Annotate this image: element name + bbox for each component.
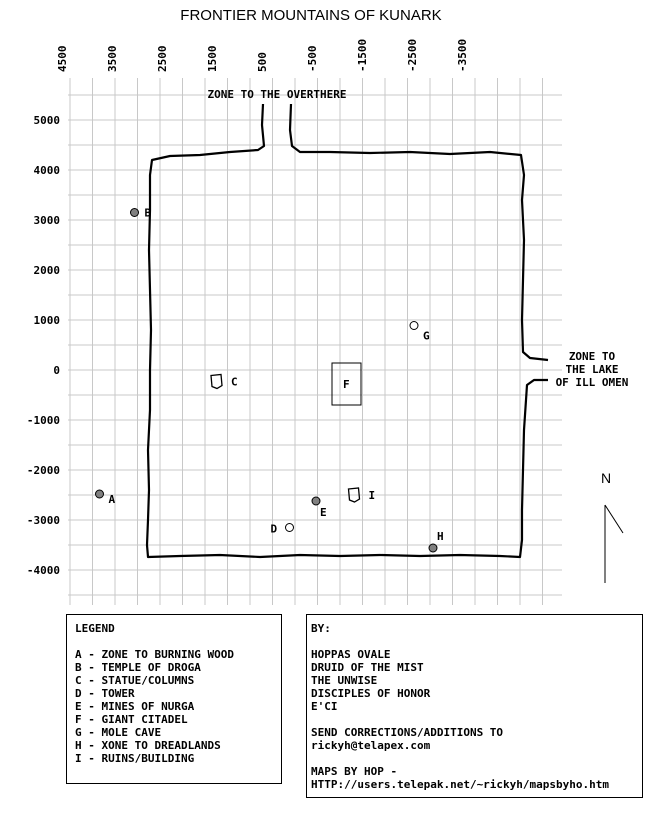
legend-item: F - GIANT CITADEL [75, 713, 188, 726]
y-axis-ticks: 5000 4000 3000 2000 1000 0 -1000 -2000 -3000 -400… [27, 114, 60, 577]
credits-heading: BY: [311, 622, 331, 635]
legend-item: D - TOWER [75, 687, 135, 700]
grid [68, 78, 562, 605]
x-tick-label: 3500 [106, 46, 119, 73]
zone-label-overthere: ZONE TO THE OVERTHERE [207, 88, 346, 101]
x-tick-label: 4500 [56, 46, 69, 73]
legend-heading: LEGEND [75, 622, 115, 635]
x-tick-label: -1500 [356, 39, 369, 72]
maps-url[interactable]: HTTP://users.telepak.net/~rickyh/mapsbyh… [311, 778, 610, 791]
credit-name: DISCIPLES OF HONOR [311, 687, 431, 700]
credit-name: HOPPAS OVALE [311, 648, 391, 661]
marker-d: D [271, 523, 294, 536]
credit-name: E'CI [311, 700, 338, 713]
legend-item: B - TEMPLE OF DROGA [75, 661, 201, 674]
credit-name: THE UNWISE [311, 674, 378, 687]
compass: N [601, 470, 624, 583]
legend-item: H - XONE TO DREADLANDS [75, 739, 221, 752]
marker-outline [210, 373, 223, 390]
x-tick-label: -2500 [406, 39, 419, 72]
y-tick-label: -1000 [27, 414, 60, 427]
x-tick-label: 2500 [156, 46, 169, 73]
y-tick-label: 1000 [34, 314, 61, 327]
y-tick-label: 0 [53, 364, 60, 377]
marker-box [331, 362, 362, 406]
y-tick-label: 4000 [34, 164, 61, 177]
contact-email[interactable]: rickyh@telapex.com [311, 739, 431, 752]
marker-i: I [347, 487, 376, 503]
x-tick-label: 1500 [206, 46, 219, 73]
marker-dot [428, 543, 438, 553]
x-axis-ticks: 4500 3500 2500 1500 500 -500 -1500 -2500 -3500 [56, 39, 469, 72]
y-tick-label: 3000 [34, 214, 61, 227]
marker-label: B [145, 207, 152, 220]
x-tick-label: 500 [256, 52, 269, 72]
marker-label: E [320, 506, 327, 519]
marker-b: B [130, 207, 152, 220]
marker-label: D [271, 523, 278, 536]
legend-item: I - RUINS/BUILDING [75, 752, 195, 765]
marker-a: A [95, 489, 116, 506]
map-title: FRONTIER MOUNTAINS OF KUNARK [180, 7, 441, 24]
map-markers: A B C D E F G H I [95, 207, 444, 553]
compass-north-label: N [601, 470, 611, 486]
y-tick-label: 5000 [34, 114, 61, 127]
y-tick-label: 2000 [34, 264, 61, 277]
marker-h: H [428, 530, 444, 553]
marker-outline [347, 487, 361, 503]
legend-item: G - MOLE CAVE [75, 726, 162, 739]
legend-item: E - MINES OF NURGA [75, 700, 195, 713]
zone-label-lake-3: OF ILL OMEN [556, 376, 629, 389]
y-tick-label: -4000 [27, 564, 60, 577]
y-tick-label: -3000 [27, 514, 60, 527]
marker-ring [285, 523, 294, 532]
maps-by-line: MAPS BY HOP - [311, 765, 398, 778]
y-tick-label: -2000 [27, 464, 60, 477]
marker-label: F [343, 378, 350, 391]
marker-label: C [231, 376, 238, 389]
marker-dot [130, 208, 139, 217]
marker-c: C [210, 373, 238, 390]
marker-e: E [311, 496, 327, 519]
marker-label: G [423, 330, 430, 343]
marker-label: A [109, 493, 116, 506]
credits-box: BY: HOPPAS OVALE DRUID OF THE MIST THE U… [306, 614, 643, 798]
zone-boundary [145, 103, 549, 559]
marker-ring [409, 321, 419, 330]
marker-g: G [409, 321, 430, 343]
legend-box: LEGEND A - ZONE TO BURNING WOOD B - TEMP… [66, 614, 282, 784]
marker-dot [311, 496, 321, 506]
marker-label: I [369, 489, 376, 502]
marker-f: F [331, 362, 362, 406]
legend-item: A - ZONE TO BURNING WOOD [75, 648, 234, 661]
marker-label: H [437, 530, 444, 543]
credit-name: DRUID OF THE MIST [311, 661, 424, 674]
compass-needle-barb [604, 504, 624, 534]
legend-item: C - STATUE/COLUMNS [75, 674, 195, 687]
corrections-line: SEND CORRECTIONS/ADDITIONS TO [311, 726, 504, 739]
x-tick-label: -500 [306, 46, 319, 73]
zone-label-lake-2: THE LAKE [566, 363, 619, 376]
marker-dot [95, 489, 104, 499]
zone-label-lake-1: ZONE TO [569, 350, 616, 363]
x-tick-label: -3500 [456, 39, 469, 72]
